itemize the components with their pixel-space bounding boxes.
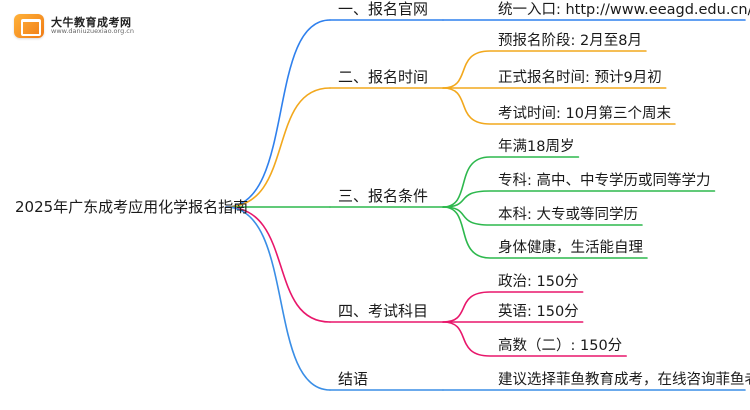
leaf-label-2-1: 预报名阶段: 2月至8月 <box>498 32 642 49</box>
leaf-label-3-2: 专科: 高中、中专学历或同等学力 <box>498 171 711 189</box>
brand-url: www.daniuzuexiao.org.cn <box>51 27 134 36</box>
leaf-link-4-1 <box>442 291 584 323</box>
root-topic: 2025年广东成考应用化学报名指南 <box>15 198 248 216</box>
brand-title: 大牛教育成考网 <box>51 15 132 29</box>
leaf-label-2-2: 正式报名时间: 预计9月初 <box>498 69 662 86</box>
leaf-label-4-2: 英语: 150分 <box>498 302 579 320</box>
branch-label-3: 三、报名条件 <box>338 187 428 205</box>
leaf-label-5-1: 建议选择菲鱼教育成考，在线咨询菲鱼老师 <box>498 370 750 388</box>
leaf-link-3-4 <box>442 206 648 259</box>
brand-text: 大牛教育成考网 www.daniuzuexiao.org.cn <box>51 17 134 35</box>
branch-label-2: 二、报名时间 <box>338 68 428 86</box>
brand-logo: 大牛教育成考网 www.daniuzuexiao.org.cn <box>14 14 134 38</box>
leaf-link-3-2 <box>442 190 716 208</box>
leaf-link-3-1 <box>442 156 580 208</box>
leaf-label-2-3: 考试时间: 10月第三个周末 <box>498 104 671 122</box>
topic-nodes: 一、报名官网 统一入口: http://www.eeagd.edu.cn/cr 二、… <box>338 0 750 388</box>
branch-label-5: 结语 <box>338 370 368 388</box>
branch-label-4: 四、考试科目 <box>338 302 428 320</box>
leaf-label-1-1: 统一入口: http://www.eeagd.edu.cn/cr <box>498 1 750 18</box>
branch-label-1: 一、报名官网 <box>338 0 428 18</box>
branch-link-4 <box>225 206 331 323</box>
branch-link-2 <box>225 87 331 208</box>
leaf-label-3-4: 身体健康，生活能自理 <box>498 239 643 256</box>
leaf-link-2-3 <box>442 87 676 125</box>
leaf-label-4-3: 高数（二）: 150分 <box>498 337 622 354</box>
leaf-link-4-3 <box>442 321 627 357</box>
branch-link-5 <box>225 206 331 391</box>
leaf-link-3-3 <box>442 206 643 226</box>
connector-lines <box>225 19 746 391</box>
book-icon <box>14 14 44 38</box>
leaf-label-3-1: 年满18周岁 <box>498 138 574 155</box>
leaf-link-2-1 <box>442 50 647 89</box>
leaf-label-4-1: 政治: 150分 <box>498 273 579 290</box>
branch-link-1 <box>225 19 331 208</box>
leaf-label-3-3: 本科: 大专或等同学历 <box>498 205 638 223</box>
